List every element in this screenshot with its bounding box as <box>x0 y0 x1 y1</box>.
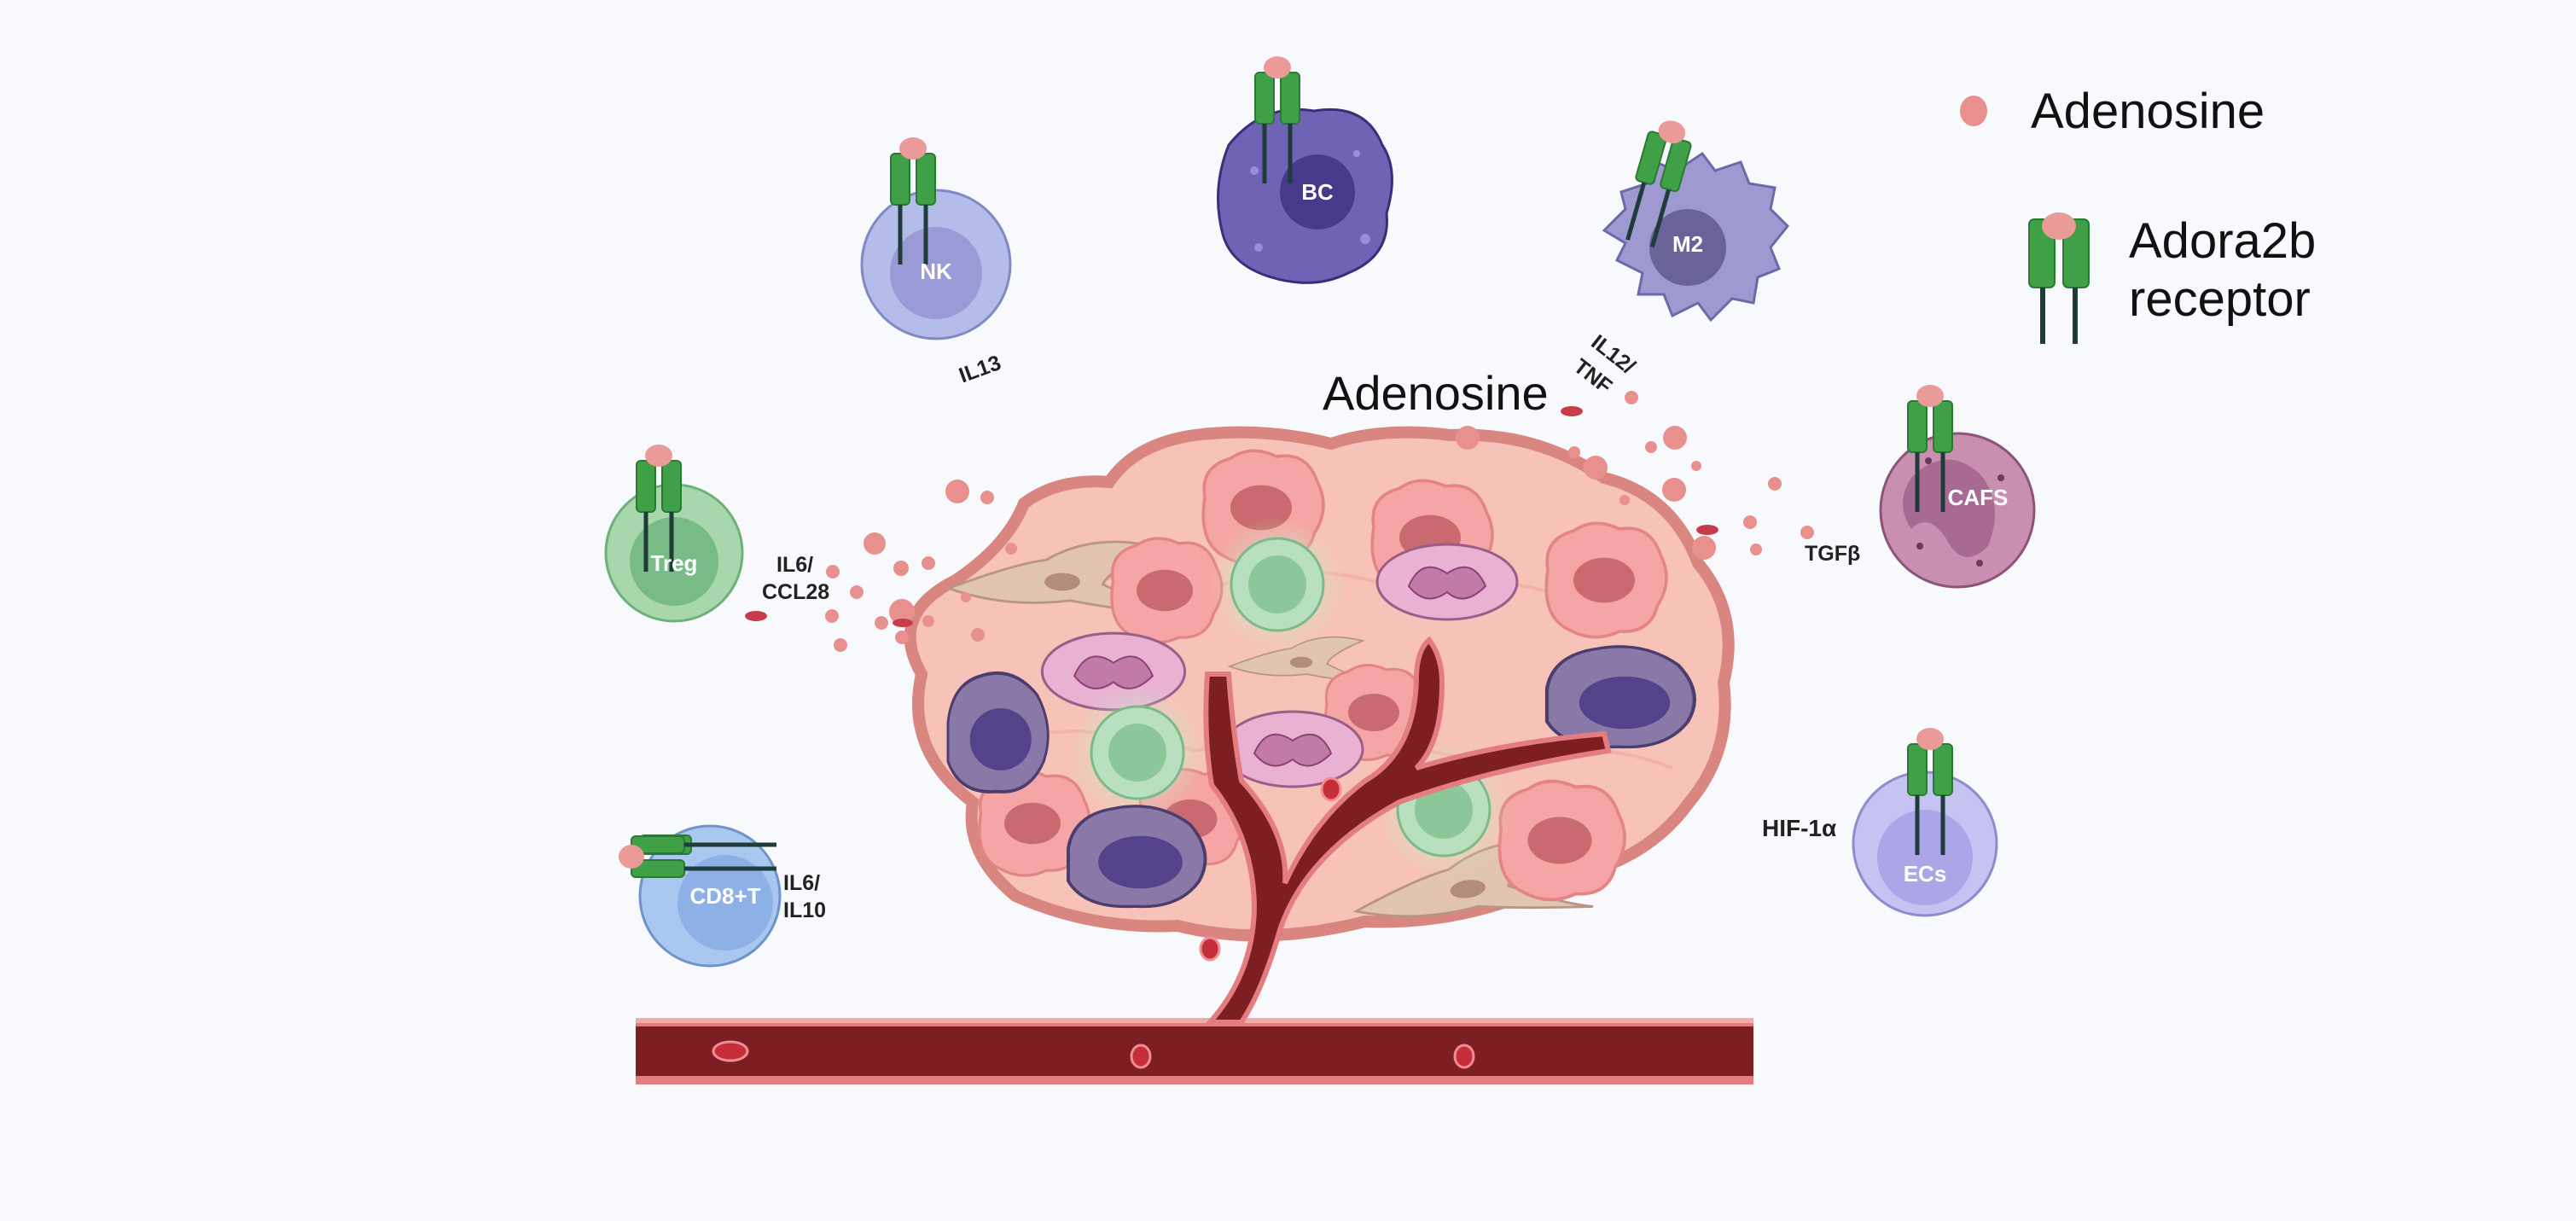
treg-label: Treg <box>651 550 698 576</box>
vessel-branches <box>1199 636 1612 1025</box>
il6-il10-label-line1: IL6/ <box>783 871 820 895</box>
m2-label: M2 <box>1672 231 1703 257</box>
bc-label: BC <box>1301 179 1334 205</box>
m2-cell: M2 <box>1602 115 1790 323</box>
nk-cell: NK <box>860 137 1012 340</box>
cd8t-cell: CD8+T <box>619 824 782 968</box>
cafs-cell: CAFS <box>1879 385 2036 589</box>
treg-cell: Treg <box>604 445 744 623</box>
nk-label: NK <box>920 259 952 284</box>
ecs-cell: ECs <box>1852 728 1998 917</box>
il13-label: IL13 <box>956 351 1004 387</box>
legend: Adenosine Adora2b receptor <box>1960 84 2316 344</box>
il6-il10-label-line2: IL10 <box>783 898 826 922</box>
adenosine-particles <box>745 391 1814 652</box>
adora2b-receptor-legend-icon <box>2028 212 2090 344</box>
adenosine-title: Adenosine <box>1323 366 1549 420</box>
adenosine-legend-icon <box>1960 96 1987 126</box>
legend-receptor-line1: Adora2b <box>2129 213 2316 269</box>
bc-cell: BC <box>1217 56 1393 284</box>
cafs-label: CAFS <box>1948 485 2009 510</box>
il6-ccl28-label-line2: CCL28 <box>762 580 829 604</box>
il6-ccl28-label-line1: IL6/ <box>776 553 813 577</box>
hif1a-label: HIF-1α <box>1762 815 1836 841</box>
blood-vessel <box>636 1018 1753 1084</box>
tgfb-label: TGFβ <box>1805 542 1860 566</box>
legend-receptor-line2: receptor <box>2129 271 2311 327</box>
cd8t-label: CD8+T <box>689 883 760 909</box>
ecs-label: ECs <box>1904 861 1947 887</box>
legend-adenosine: Adenosine <box>2031 84 2265 139</box>
